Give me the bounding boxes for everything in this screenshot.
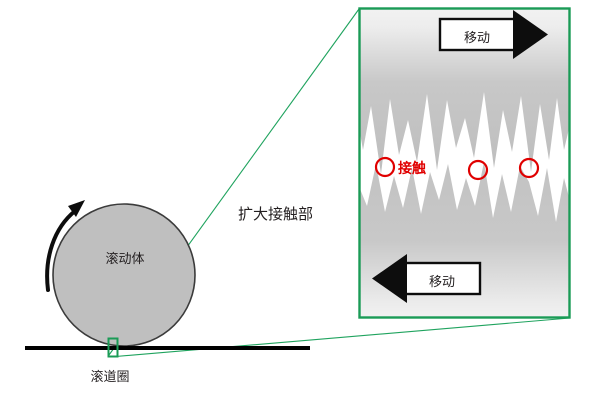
- magnified-contact-panel: [358, 7, 571, 319]
- contact-label: 接触: [398, 161, 426, 177]
- rolling-element-group: [52, 203, 196, 347]
- arrow-left-icon: [372, 254, 407, 303]
- magnified-panel-border: [358, 7, 571, 319]
- rotation-arrow-icon: [45, 200, 85, 292]
- arrow-right-icon: [513, 10, 548, 59]
- move-top-box: [438, 17, 517, 52]
- move-arrow-bottom: [372, 254, 482, 303]
- contact-markers: [374, 156, 540, 181]
- contact-marker-3: [518, 157, 540, 179]
- contact-marker-2: [467, 159, 489, 181]
- contact-marker-1: [374, 156, 396, 178]
- move-arrow-top: [438, 10, 548, 59]
- move-bottom-label: 移动: [428, 275, 455, 290]
- move-top-label: 移动: [463, 31, 490, 46]
- rolling-element-label: 滚动体: [105, 252, 145, 267]
- rolling-element-circle: [52, 203, 196, 347]
- raceway-label: 滚道圈: [90, 370, 130, 385]
- magnified-section-title: 扩大接触部: [238, 205, 314, 223]
- contact-zoom-rect: [107, 337, 119, 358]
